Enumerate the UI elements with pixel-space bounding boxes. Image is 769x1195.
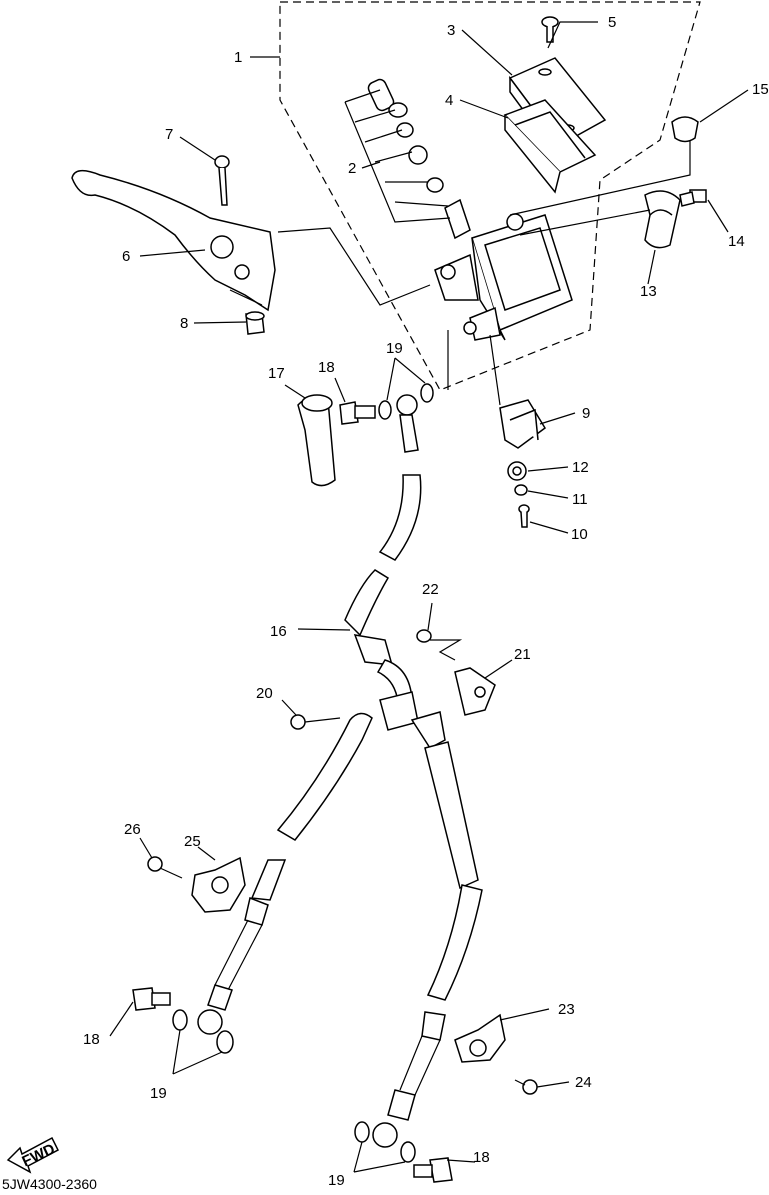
hose-guide-25 [191, 856, 246, 913]
gasket-19-right-a [354, 1121, 370, 1143]
callout-24: 24 [575, 1074, 592, 1091]
callout-13: 13 [640, 283, 657, 300]
holder-13 [644, 190, 681, 249]
nut-8 [245, 311, 265, 335]
callout-16: 16 [270, 623, 287, 640]
bolt-22 [416, 629, 463, 661]
callout-3: 3 [447, 22, 455, 39]
callout-21: 21 [514, 646, 531, 663]
bolt-7 [214, 155, 230, 206]
leader-lines [109, 21, 749, 1173]
screw-10 [518, 504, 530, 528]
boot-17 [297, 394, 336, 487]
gasket-19-left-a [172, 1009, 188, 1031]
callout-18-upper: 18 [318, 359, 335, 376]
union-bolt-18-upper [339, 401, 376, 425]
callout-12: 12 [572, 459, 589, 476]
callout-22: 22 [422, 581, 439, 598]
callout-4: 4 [445, 92, 453, 109]
callout-25: 25 [184, 833, 201, 850]
callout-2: 2 [348, 160, 356, 177]
callout-1: 1 [234, 49, 242, 66]
union-bolt-18-left [132, 987, 171, 1011]
brake-hose-right-lower [372, 711, 483, 1148]
bolt-14 [679, 189, 707, 207]
union-bolt-18-right [413, 1157, 453, 1183]
callout-7: 7 [165, 126, 173, 143]
bracket-21 [454, 667, 496, 716]
gasket-19-upper-a [378, 400, 392, 420]
bolt-26 [147, 856, 183, 879]
callout-8: 8 [180, 315, 188, 332]
callout-labels: 1 2 3 4 5 6 7 8 9 10 11 12 13 14 15 16 1… [83, 14, 769, 1189]
gasket-19-right-b [400, 1141, 416, 1163]
gasket-19-left-b [216, 1030, 234, 1054]
callout-26: 26 [124, 821, 141, 838]
fwd-arrow-icon: FWD [6, 1136, 59, 1174]
brake-hose-16-upper [344, 394, 422, 703]
callout-18-right: 18 [473, 1149, 490, 1166]
callout-11: 11 [572, 491, 588, 508]
callout-10: 10 [571, 526, 588, 543]
callout-19-left: 19 [150, 1085, 167, 1102]
diagram-code: 5JW4300-2360 [2, 1176, 97, 1192]
hose-guide-23 [454, 1013, 506, 1063]
callout-23: 23 [558, 1001, 575, 1018]
cap-15 [671, 116, 699, 143]
bolt-20 [290, 714, 341, 730]
callout-17: 17 [268, 365, 285, 382]
diaphragm-4 [503, 99, 597, 194]
callout-20: 20 [256, 685, 273, 702]
callout-5: 5 [608, 14, 616, 31]
brake-switch-9 [489, 334, 546, 449]
callout-19-right: 19 [328, 1172, 345, 1189]
piston-kit-2 [344, 78, 471, 240]
callout-19-upper: 19 [386, 340, 403, 357]
master-cylinder-body [434, 213, 573, 341]
screw-5 [541, 16, 559, 43]
callout-18-left: 18 [83, 1031, 100, 1048]
brake-hose-left-lower [197, 712, 373, 1035]
bolt-24 [514, 1079, 538, 1095]
washer-12 [507, 461, 527, 481]
assembly-1-boundary [279, 1, 701, 391]
gasket-19-upper-b [420, 383, 434, 403]
callout-15: 15 [752, 81, 769, 98]
brake-lever-6 [71, 169, 276, 312]
callout-6: 6 [122, 248, 130, 265]
hose-joint [379, 691, 419, 731]
washer-11 [514, 484, 528, 496]
callout-14: 14 [728, 233, 745, 250]
callout-9: 9 [582, 405, 590, 422]
